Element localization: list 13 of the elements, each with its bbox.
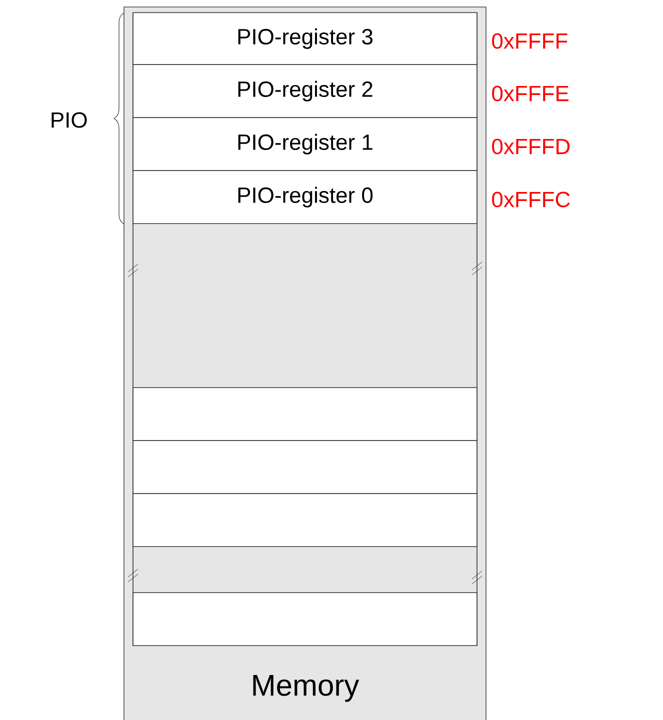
address-label: 0xFFFC — [492, 192, 570, 208]
empty-box — [132, 387, 478, 441]
register-box: PIO-register 2 — [132, 64, 478, 118]
group-label: PIO — [52, 112, 87, 128]
empty-box — [132, 592, 478, 646]
register-box: PIO-register 3 — [132, 12, 478, 65]
register-box: PIO-register 0 — [132, 170, 478, 224]
register-box: PIO-register 1 — [132, 117, 478, 171]
address-label: 0xFFFF — [492, 33, 568, 49]
address-label: 0xFFFE — [492, 86, 568, 102]
address-label: 0xFFFD — [492, 138, 570, 154]
empty-box — [132, 440, 478, 494]
empty-box — [132, 493, 478, 547]
